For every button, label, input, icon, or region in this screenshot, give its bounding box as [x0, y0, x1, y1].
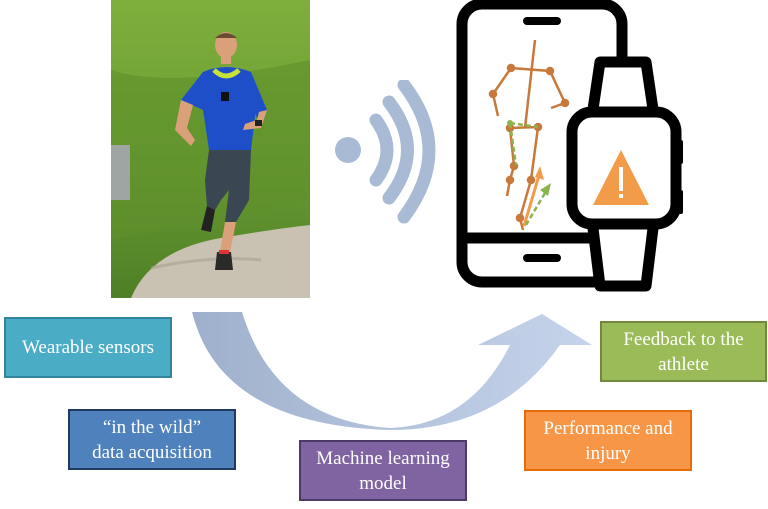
box-machine-learning-model: Machine learning model [299, 440, 467, 501]
skeleton-figure [488, 39, 570, 231]
box-label-line-2: injury [585, 442, 631, 464]
box-in-the-wild-data-acquisition: “in the wild” data acquisition [68, 409, 236, 470]
devices-illustration [456, 0, 683, 292]
box-label-line-1: Performance and [543, 417, 673, 439]
box-wearable-sensors: Wearable sensors [4, 317, 172, 378]
athlete-photo [111, 0, 310, 298]
warning-triangle-icon [593, 150, 649, 205]
wireless-signal-icon [335, 80, 436, 224]
box-label-line-1: Feedback to the [623, 328, 744, 350]
box-performance-and-injury: Performance and injury [524, 410, 692, 471]
box-label-line-2: model [359, 472, 407, 494]
reference-trajectory [507, 120, 551, 226]
process-arrow-icon [192, 312, 592, 430]
box-label-line-1: “in the wild” [102, 416, 202, 438]
box-label: Wearable sensors [22, 337, 154, 358]
box-label-line-1: Machine learning [316, 447, 450, 469]
box-label-line-2: athlete [658, 353, 709, 375]
box-label-line-2: data acquisition [92, 441, 212, 463]
runner-image [111, 0, 310, 298]
box-feedback-to-athlete: Feedback to the athlete [600, 321, 767, 382]
